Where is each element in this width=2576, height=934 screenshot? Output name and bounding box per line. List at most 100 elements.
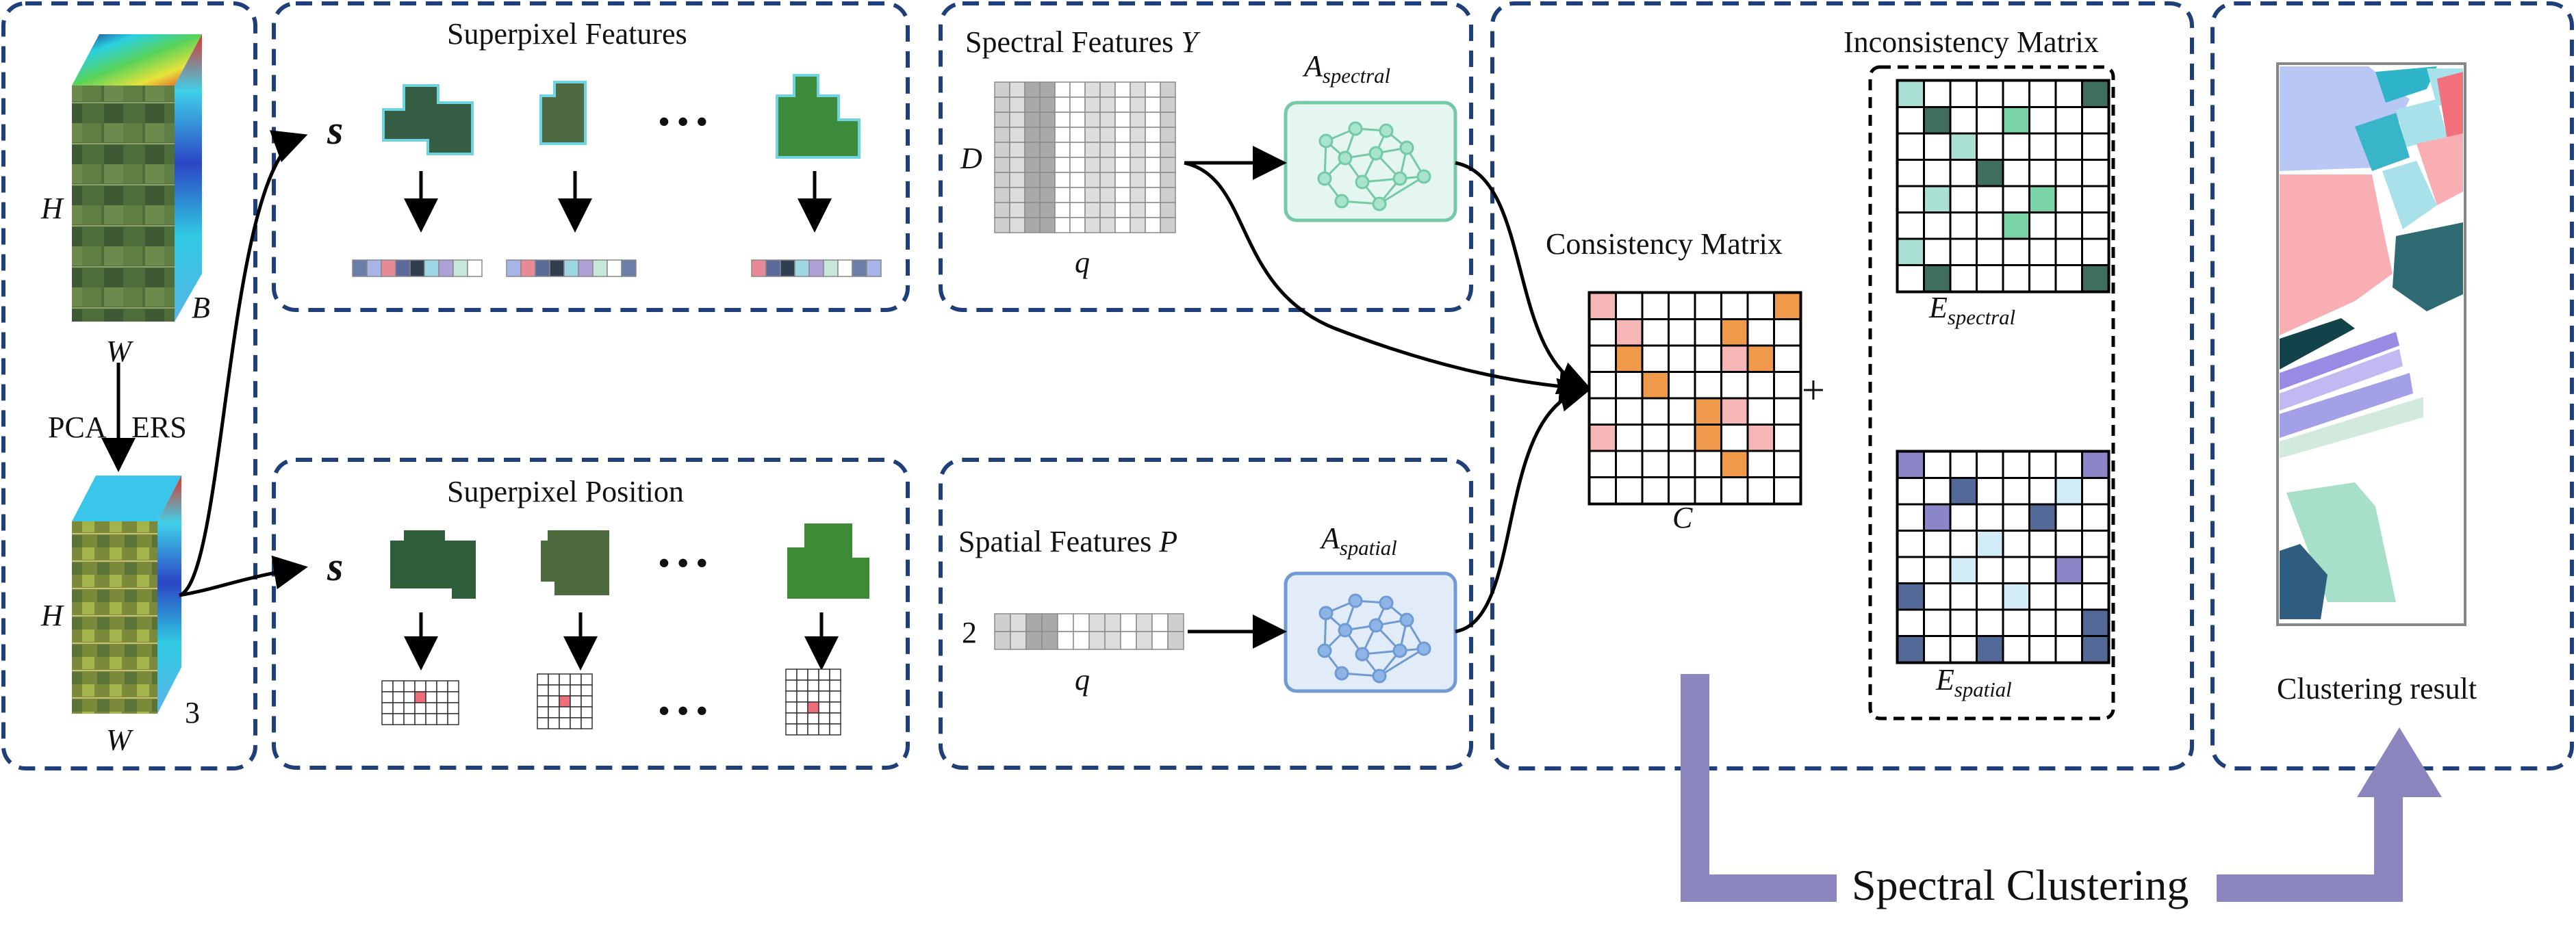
spectral-features-title: Spectral Features Y: [965, 27, 1198, 57]
feature-vector-cell: [607, 259, 622, 277]
spatial-col-label: q: [1075, 663, 1090, 697]
position-grid-cell: [581, 684, 593, 697]
matrix-cell: [2081, 237, 2110, 266]
spectral-matrix-cell: [1160, 127, 1176, 143]
cube-bottom-w-label: W: [106, 723, 131, 757]
position-grid-cell: [425, 680, 437, 692]
matrix-cell: [1588, 344, 1617, 373]
matrix-cell: [1976, 450, 2004, 479]
e-spectral-matrix: [1896, 79, 2110, 294]
matrix-cell: [1923, 132, 1952, 161]
spectral-matrix-cell: [1039, 142, 1056, 158]
matrix-cell: [1588, 371, 1617, 400]
position-grid-cell: [537, 706, 549, 718]
graph-node: [1379, 595, 1394, 610]
matrix-cell: [1923, 530, 1952, 558]
spectral-matrix-cell: [1009, 172, 1025, 188]
feature-vector-cell: [366, 259, 382, 277]
matrix-cell: [1949, 556, 1978, 584]
matrix-cell: [2081, 608, 2110, 637]
position-grid-cell: [796, 723, 808, 736]
spectral-features-title-text: Spectral Features: [965, 25, 1182, 59]
spectral-matrix-cell: [1084, 81, 1101, 98]
position-grid-cell: [381, 713, 394, 725]
spectral-matrix-cell: [994, 202, 1010, 218]
matrix-cell: [1976, 132, 2004, 161]
position-grid-cell: [436, 713, 448, 725]
matrix-cell: [1896, 185, 1925, 213]
spectral-matrix-cell: [1099, 81, 1116, 98]
position-grid-cell: [436, 691, 448, 703]
spectral-matrix-cell: [1069, 81, 1086, 98]
matrix-cell: [1773, 450, 1802, 478]
e-spatial-main: E: [1936, 663, 1954, 697]
matrix-cell: [2028, 185, 2057, 213]
matrix-cell: [2002, 503, 2030, 532]
spectral-matrix-cell: [1039, 81, 1056, 98]
graph-node: [1348, 593, 1363, 608]
graph-node: [1338, 151, 1353, 166]
position-grid-cell: [785, 701, 798, 714]
matrix-cell: [2028, 211, 2057, 240]
spectral-matrix-cell: [1099, 127, 1116, 143]
spectral-matrix-cell: [1054, 157, 1071, 173]
feature-vector-cell: [852, 259, 867, 277]
matrix-cell: [2081, 79, 2110, 108]
matrix-cell: [1923, 477, 1952, 506]
spatial-matrix-cell: [1136, 613, 1153, 632]
panel-spectral-features: [939, 1, 1473, 312]
matrix-cell: [1615, 424, 1644, 452]
spectral-matrix-cell: [1009, 217, 1025, 233]
matrix-cell: [2081, 556, 2110, 584]
spectral-matrix-cell: [1054, 187, 1071, 203]
spectral-matrix-cell: [1024, 112, 1041, 128]
matrix-cell: [2054, 185, 2083, 213]
matrix-cell: [1923, 106, 1952, 135]
spatial-matrix-cell: [1120, 613, 1137, 632]
spectral-matrix-cell: [1099, 202, 1116, 218]
spatial-matrix-cell: [1151, 631, 1169, 650]
e-spectral-label: Espectral: [1929, 293, 2015, 328]
consistency-symbol: C: [1672, 501, 1693, 534]
spectral-matrix-cell: [1099, 172, 1116, 188]
clustering-result-map: [2276, 62, 2466, 626]
matrix-cell: [1773, 291, 1802, 320]
spectral-matrix-cell: [1084, 187, 1101, 203]
matrix-cell: [2002, 582, 2030, 611]
position-grid-cell: [425, 713, 437, 725]
matrix-cell: [1720, 291, 1749, 320]
spectral-matrix-cell: [1039, 187, 1056, 203]
spectral-matrix-cell: [1024, 187, 1041, 203]
spatial-matrix-cell: [1088, 631, 1106, 650]
spectral-matrix-cell: [1130, 127, 1146, 143]
spectral-matrix-cell: [1130, 172, 1146, 188]
spectral-row-label: D: [960, 142, 982, 175]
panel-matrices: [1490, 1, 2194, 770]
cube-top-b-label: B: [192, 291, 210, 324]
matrix-cell: [2002, 159, 2030, 187]
position-grid-cell: [414, 680, 426, 692]
spectral-matrix-cell: [1069, 187, 1086, 203]
position-grid-cell: [392, 713, 405, 725]
matrix-cell: [1694, 371, 1722, 400]
position-grid-cell: [559, 673, 571, 686]
spectral-matrix-cell: [1130, 96, 1146, 113]
matrix-cell: [1773, 476, 1802, 505]
position-grid-cell: [818, 723, 830, 736]
matrix-cell: [1773, 318, 1802, 347]
matrix-cell: [1641, 344, 1670, 373]
spectral-matrix-cell: [1160, 157, 1176, 173]
matrix-cell: [1720, 450, 1749, 478]
position-grid-cell: [807, 669, 819, 681]
matrix-cell: [1896, 608, 1925, 637]
matrix-cell: [2002, 237, 2030, 266]
spectral-matrix-cell: [1039, 157, 1056, 173]
matrix-cell: [2081, 530, 2110, 558]
superpixel-position-ellipsis-1: • • •: [659, 545, 708, 580]
feature-vector-cell: [578, 259, 594, 277]
spectral-matrix-cell: [1024, 127, 1041, 143]
arrows-to-consistency: [1184, 161, 1594, 634]
matrix-cell: [2028, 477, 2057, 506]
matrix-cell: [2081, 264, 2110, 293]
matrix-cell: [1976, 211, 2004, 240]
